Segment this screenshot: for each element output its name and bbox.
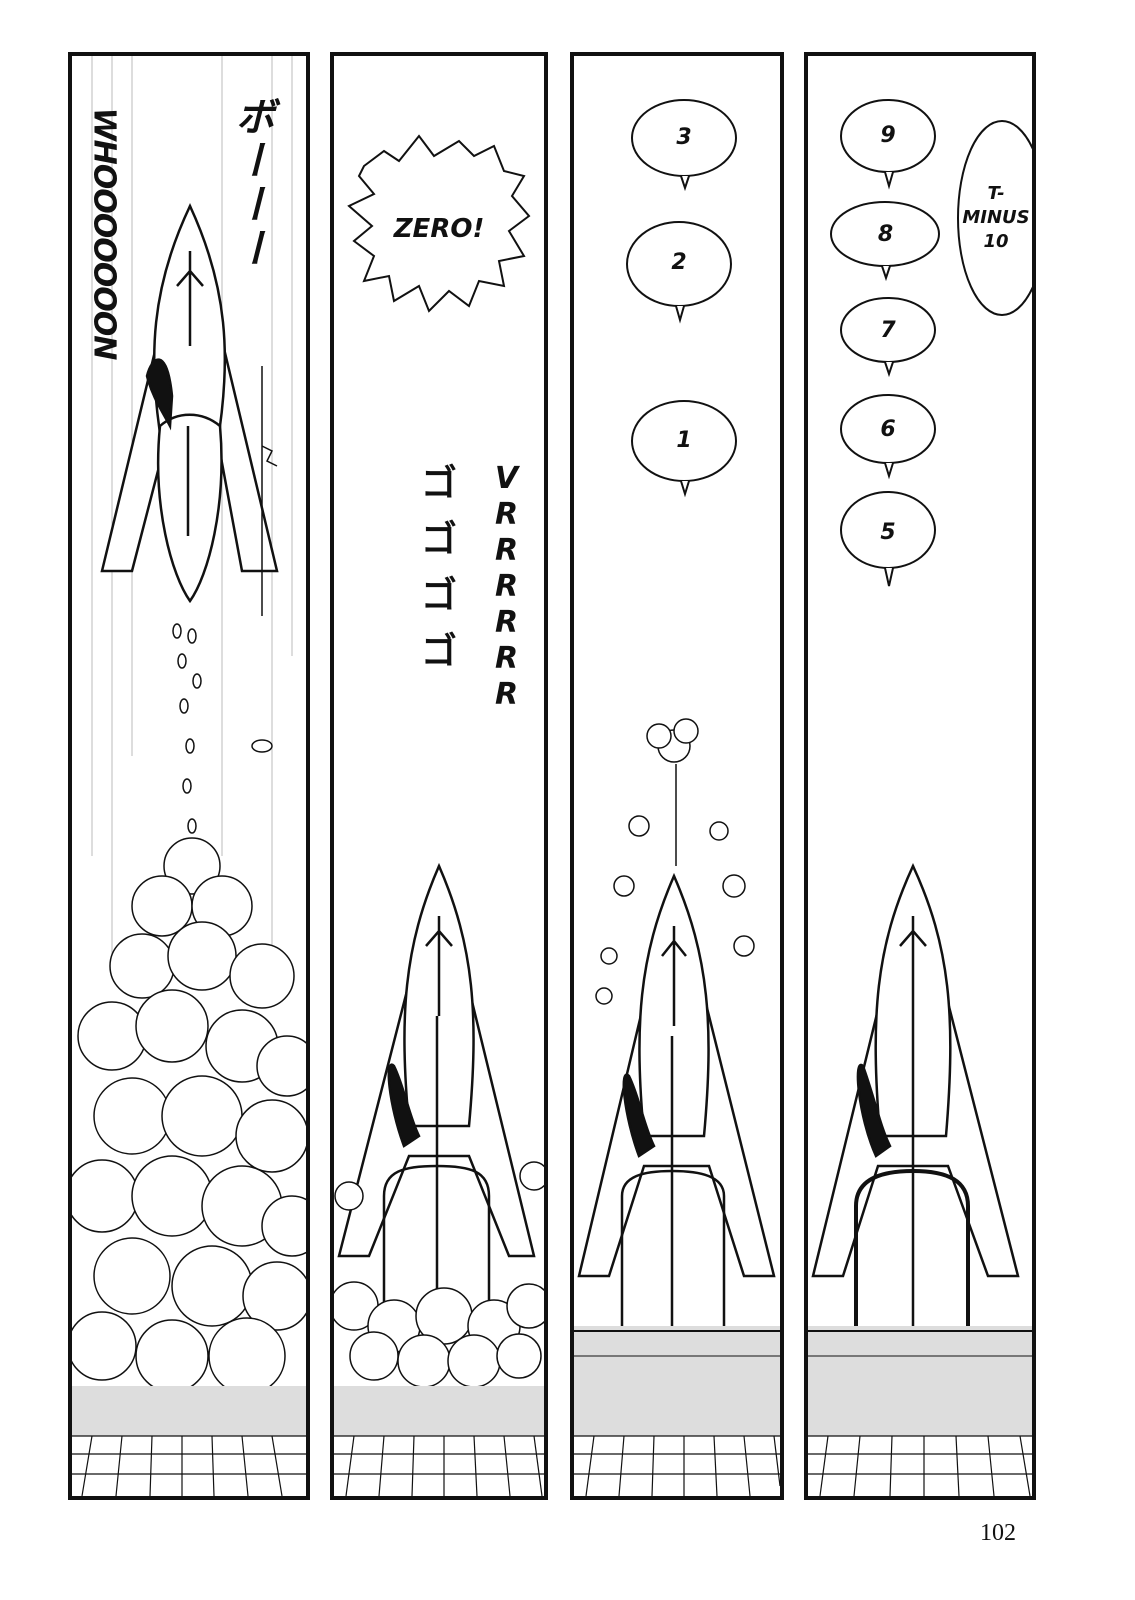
rocket-on-pad (337, 862, 536, 1336)
countdown-artwork (574, 718, 780, 1496)
liftoff-artwork (72, 56, 306, 1496)
panel-liftoff: WHOOOOOOON ボーーー (68, 52, 310, 1500)
t-minus-artwork (808, 863, 1032, 1496)
launch-floor-grid (574, 1435, 780, 1496)
speech-bubble-5: 5 (838, 488, 938, 593)
speech-bubble-9: 9 (838, 96, 938, 191)
panel-countdown-t-minus: 9 8 7 6 5 T- MINUS 10 (804, 52, 1036, 1500)
rocket-on-pad (811, 863, 1020, 1326)
speech-bubble-t-minus-10: T- MINUS 10 (956, 118, 1032, 318)
speech-bubble-7: 7 (838, 294, 938, 379)
sfx-japanese-go: ゴゴ ゴゴ (420, 463, 457, 672)
sfx-whooon: WHOOOOOOON (86, 107, 122, 360)
shout-zero: ZERO! (393, 214, 485, 244)
zero-artwork (334, 134, 544, 1496)
exhaust-trail (172, 623, 273, 834)
rocket-ascending (100, 203, 279, 616)
speech-bubble-1: 1 (629, 396, 739, 501)
speech-bubble-8: 8 (828, 198, 943, 283)
launch-floor-grid (808, 1435, 1032, 1496)
steam-puffs (595, 718, 755, 1005)
speech-bubble-3: 3 (629, 96, 739, 196)
rocket-on-pad (577, 872, 776, 1326)
smoke-cloud (334, 1161, 544, 1388)
launch-floor-grid (334, 1435, 544, 1496)
panel-countdown-3-2-1: 3 2 1 (570, 52, 784, 1500)
speech-bubble-2: 2 (624, 216, 734, 326)
page-number: 102 (980, 1520, 1016, 1546)
launch-floor-grid (72, 1435, 306, 1496)
shout-burst (347, 134, 531, 313)
sfx-japanese-boo: ボーーー (228, 96, 274, 272)
speech-bubble-6: 6 (838, 391, 938, 481)
smoke-cloud (72, 837, 306, 1395)
